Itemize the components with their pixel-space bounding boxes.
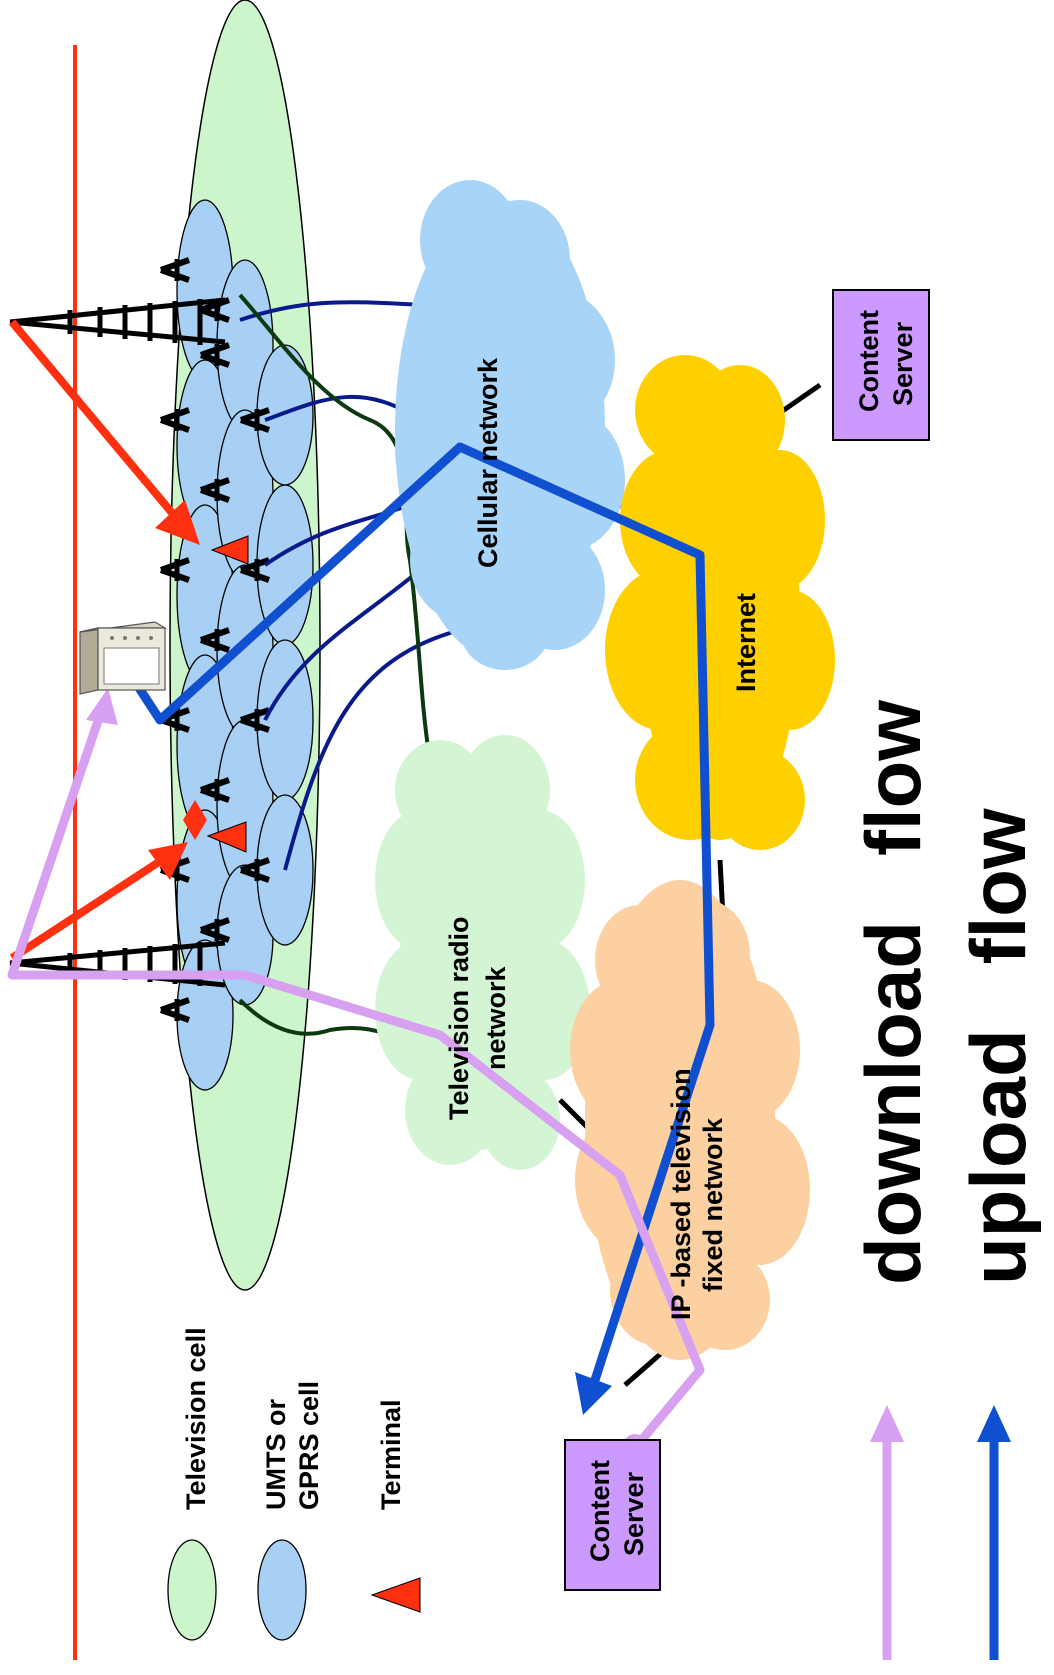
cellular-network-cloud: [395, 180, 625, 670]
legend-umts-cell-swatch: [257, 1539, 307, 1641]
set-top-box-icon: [79, 621, 168, 695]
ip-tv-network-label-line2: fixed network: [698, 1117, 728, 1292]
download-flow-label: download flow: [849, 700, 937, 1285]
legend-upload-arrow: [977, 1405, 1011, 1660]
legend-terminal-label: Terminal: [376, 1399, 406, 1510]
internet-label: Internet: [731, 593, 761, 692]
terminal-2: [206, 821, 247, 853]
legend-television-cell-swatch: [167, 1539, 217, 1641]
tv-radio-network-label-line2: network: [481, 965, 511, 1070]
broadcast-arrows: [8, 319, 207, 962]
cellular-network-label: Cellular network: [473, 357, 503, 568]
legend-television-cell-label: Television cell: [181, 1327, 211, 1510]
content-server-top-label-line1: Content: [854, 310, 884, 412]
internet-cloud: [605, 355, 835, 850]
terminal-1: [210, 535, 249, 565]
legend-terminal-swatch: [370, 1577, 421, 1613]
legend-umts-label-line2: GPRS cell: [294, 1381, 324, 1510]
content-server-bottom-label-line1: Content: [585, 1460, 615, 1562]
legend-umts-label-line1: UMTS or: [261, 1399, 291, 1510]
content-server-top-label-line2: Server: [888, 321, 918, 406]
tv-radio-network-cloud: [375, 735, 590, 1170]
upload-flow-label: upload flow: [954, 808, 1042, 1285]
ip-tv-network-label-line1: IP -based television: [666, 1068, 696, 1320]
tv-radio-network-label-line1: Television radio: [444, 916, 474, 1120]
tv-mast-top: [9, 297, 226, 345]
content-server-top: [832, 289, 930, 441]
legend-download-arrow: [870, 1405, 904, 1660]
content-server-bottom: [564, 1439, 661, 1591]
content-server-bottom-label-line2: Server: [619, 1471, 649, 1556]
